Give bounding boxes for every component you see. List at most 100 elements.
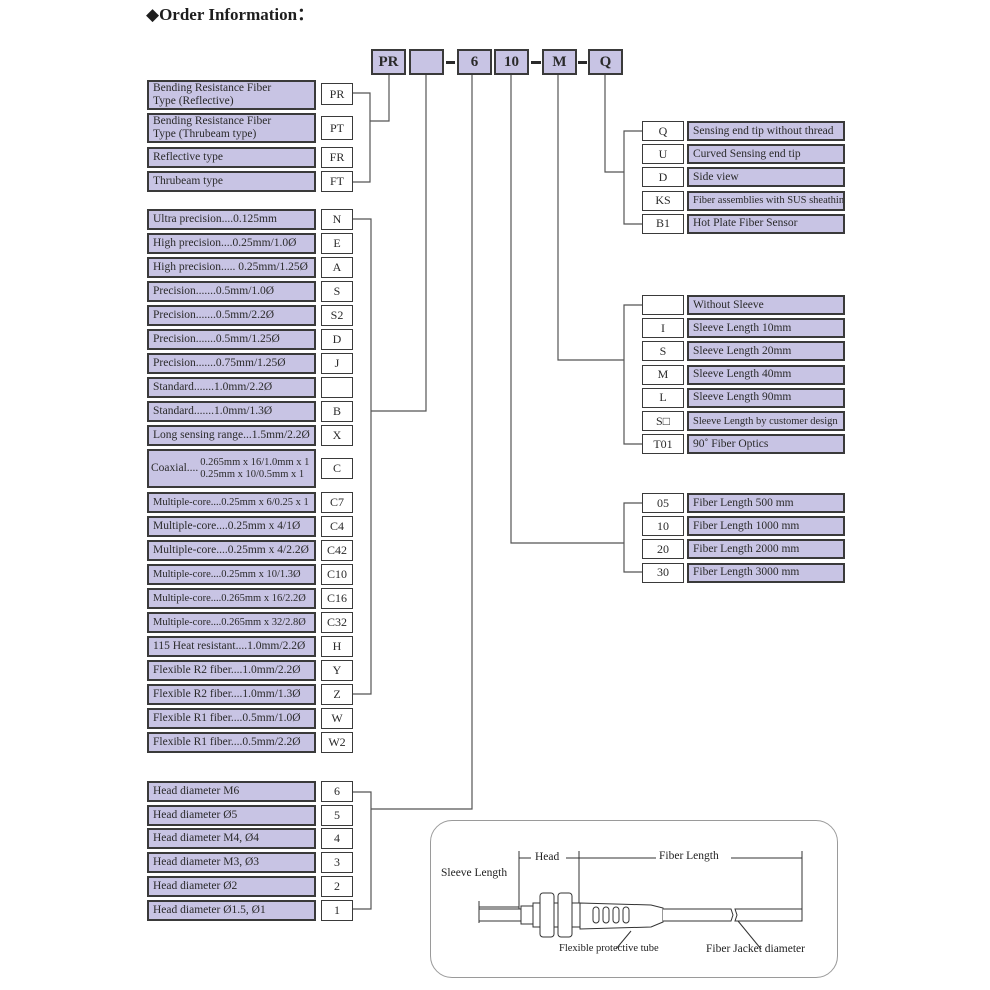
fiber-spec-desc: Multiple-core....0.265mm x 16/2.2Ø — [147, 588, 316, 609]
coaxial-label: Coaxial.... — [151, 462, 199, 474]
fiber-spec-code: S2 — [321, 305, 353, 326]
sleeve-code: L — [642, 387, 684, 408]
tube-groove — [602, 906, 610, 924]
fiber-spec-code: S — [321, 281, 353, 302]
fiber-drawing — [478, 851, 803, 950]
fiber-spec-desc: Flexible R2 fiber....1.0mm/2.2Ø — [147, 660, 316, 681]
connector-fiber-spec-to-header — [371, 75, 427, 412]
tube-groove — [612, 906, 620, 924]
head-diameter-desc: Head diameter Ø1.5, Ø1 — [147, 899, 316, 921]
sensing_tip-code: U — [642, 144, 684, 165]
fiber-spec-code: B — [321, 401, 353, 422]
fiber-type-code: FR — [321, 147, 353, 168]
head-diameter-desc: Head diameter Ø5 — [147, 804, 316, 826]
fiber-diagram: Sleeve Length Head Fiber Length Flexible… — [430, 820, 838, 978]
label-head: Head — [535, 851, 560, 863]
fiber-spec-code: C42 — [321, 540, 353, 561]
label-flexible-tube: Flexible protective tube — [559, 943, 659, 954]
fiber_length-desc: Fiber Length 500 mm — [687, 493, 845, 513]
sleeve-desc: Sleeve Length by customer design — [687, 411, 845, 431]
sleeve-code: S□ — [642, 411, 684, 431]
fiber-spec-desc: Precision.......0.5mm/2.2Ø — [147, 305, 316, 326]
sensing_tip-code: B1 — [642, 213, 684, 234]
head-diameter-desc: Head diameter M4, Ø4 — [147, 828, 316, 850]
fiber-spec-desc: Flexible R1 fiber....0.5mm/2.2Ø — [147, 732, 316, 753]
label-fiber-length: Fiber Length — [659, 850, 719, 862]
sensing_tip-desc: Fiber assemblies with SUS sheathing — [687, 190, 845, 211]
fiber-type-desc: Reflective type — [147, 147, 316, 168]
sleeve-shape — [478, 908, 522, 922]
code-segment-head: 6 — [457, 49, 492, 75]
sleeve-desc: Sleeve Length 20mm — [687, 341, 845, 362]
fiber_length-code: 20 — [642, 539, 684, 560]
sleeve-desc: Without Sleeve — [687, 295, 845, 315]
connector-length-to-header — [510, 75, 624, 544]
fiber-spec-code: W2 — [321, 732, 353, 753]
fiber-spec-desc: Multiple-core....0.25mm x 4/1Ø — [147, 516, 316, 537]
fiber-cable — [663, 908, 734, 922]
fiber-spec-code: H — [321, 636, 353, 657]
head-diameter-desc: Head diameter M6 — [147, 781, 316, 802]
fiber-spec-code: N — [321, 209, 353, 230]
fiber-spec-desc: Precision.......0.5mm/1.25Ø — [147, 329, 316, 350]
code-segment-tip: Q — [588, 49, 623, 75]
separator-dash — [531, 61, 541, 64]
separator-dash — [578, 61, 587, 64]
arrow-jacket — [737, 920, 762, 950]
head-diameter-code: 3 — [321, 852, 353, 874]
fiber-spec-code: C7 — [321, 492, 353, 513]
head-diameter-code: 2 — [321, 875, 353, 897]
fiber-spec-code: Y — [321, 660, 353, 681]
fiber-cable — [734, 908, 803, 922]
code-segment-length: 10 — [494, 49, 529, 75]
fiber-spec-code: X — [321, 425, 353, 446]
sleeve-code: M — [642, 364, 684, 385]
connector-fiber-type-to-header — [370, 75, 390, 122]
desc-line: Bending Resistance Fiber — [153, 115, 272, 127]
fiber-spec-desc: 115 Heat resistant....1.0mm/2.2Ø — [147, 636, 316, 657]
sleeve-desc: Sleeve Length 10mm — [687, 318, 845, 339]
protective-tube — [579, 902, 664, 930]
label-jacket-diameter: Fiber Jacket diameter — [706, 943, 805, 955]
fiber-type-code: PR — [321, 83, 353, 105]
separator-dash — [446, 61, 455, 64]
head-diameter-code: 1 — [321, 899, 353, 921]
fiber-type-desc: Thrubeam type — [147, 171, 316, 192]
collar-shape — [520, 905, 534, 925]
connector-fiber-spec — [353, 218, 372, 695]
head-diameter-desc: Head diameter M3, Ø3 — [147, 852, 316, 874]
connector-head-to-header — [371, 75, 473, 810]
fiber-spec-desc: Multiple-core....0.25mm x 10/1.3Ø — [147, 564, 316, 585]
desc-line: Type (Reflective) — [153, 95, 234, 107]
desc-line: Bending Resistance Fiber — [153, 82, 272, 94]
fiber_length-desc: Fiber Length 2000 mm — [687, 539, 845, 560]
fiber-spec-desc: Precision.......0.75mm/1.25Ø — [147, 353, 316, 374]
page-title: ◆Order Information： — [146, 5, 315, 24]
fiber-spec-code — [321, 377, 353, 398]
fiber-spec-desc: Multiple-core....0.265mm x 32/2.8Ø — [147, 612, 316, 633]
connector-head — [353, 791, 372, 910]
sensing_tip-desc: Sensing end tip without thread — [687, 121, 845, 141]
sleeve-desc: Sleeve Length 40mm — [687, 364, 845, 385]
fiber-type-code: FT — [321, 171, 353, 192]
connector-tip — [623, 130, 642, 225]
connector-sleeve-to-header — [557, 75, 624, 361]
fiber-spec-desc: Flexible R1 fiber....0.5mm/1.0Ø — [147, 708, 316, 729]
sleeve-desc: 90˚ Fiber Optics — [687, 434, 845, 455]
fiber-spec-desc: High precision....0.25mm/1.0Ø — [147, 233, 316, 254]
fiber-spec-code: C4 — [321, 516, 353, 537]
fiber-spec-desc: Ultra precision....0.125mm — [147, 209, 316, 230]
tube-groove — [592, 906, 600, 924]
fiber-spec-desc: Standard.......1.0mm/1.3Ø — [147, 401, 316, 422]
connector-tip-to-header — [604, 75, 624, 173]
fiber-spec-desc: Long sensing range...1.5mm/2.2Ø — [147, 425, 316, 446]
fiber-spec-code: D — [321, 329, 353, 350]
sensing_tip-code: Q — [642, 121, 684, 141]
fiber-spec-code: A — [321, 257, 353, 278]
fiber-type-code: PT — [321, 116, 353, 140]
fiber-spec-code: J — [321, 353, 353, 374]
desc-line: 0.265mm x 16/1.0mm x 1 — [200, 456, 310, 468]
